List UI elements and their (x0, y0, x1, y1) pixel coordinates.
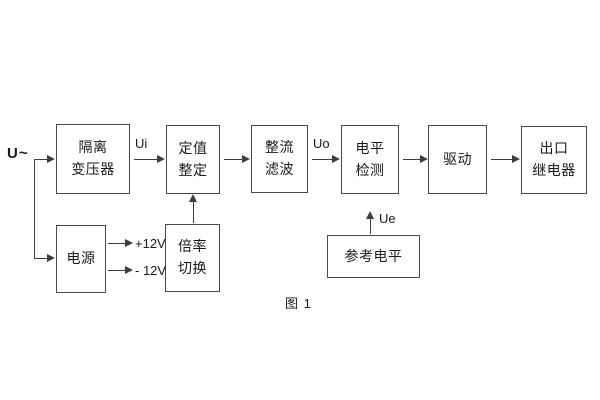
arrowhead-to-power-supply (47, 254, 55, 262)
connector-ui (134, 159, 158, 160)
label-ui-signal: Ui (135, 136, 148, 151)
connector-drive-to-relay (491, 159, 513, 160)
block-line: 倍率 (178, 238, 207, 255)
block-line: 滤波 (265, 161, 294, 177)
block-line: 出口 (539, 140, 569, 157)
connector-to-isolation-transformer (34, 159, 48, 160)
connector-input-branch (34, 159, 35, 259)
label-rail-negative: - 12V (135, 263, 167, 278)
block-setting-value: 定值 整定 (166, 125, 220, 194)
label-ue-signal: Ue (379, 211, 396, 226)
block-line: 参考电平 (344, 247, 403, 264)
arrowhead-to-isolation-transformer (47, 155, 55, 163)
arrowhead-rail-positive (125, 239, 133, 247)
connector-rail-positive (108, 243, 126, 244)
block-line: 切换 (178, 260, 207, 276)
label-input-source: U~ (7, 145, 29, 162)
block-line: 整流 (265, 139, 294, 156)
figure-caption: 图 1 (285, 296, 312, 311)
block-rectify-filter: 整流 滤波 (251, 125, 308, 193)
arrowhead-rail-negative (125, 266, 133, 274)
block-line: 电平 (355, 139, 385, 156)
block-drive: 驱动 (428, 125, 487, 194)
arrowhead-ui (157, 155, 165, 163)
arrowhead-setting-to-rectify (242, 155, 250, 163)
block-reference-level: 参考电平 (327, 235, 420, 278)
connector-ue (370, 218, 371, 234)
arrowhead-ue (366, 211, 374, 219)
block-line: 隔离 (78, 139, 108, 156)
label-uo-signal: Uo (313, 136, 330, 151)
label-rail-positive: +12V (135, 236, 166, 251)
connector-multiplier-to-setting (193, 201, 194, 223)
block-multiplier-switch: 倍率 切换 (165, 224, 220, 292)
block-power-supply: 电源 (56, 225, 106, 293)
block-line: 驱动 (443, 150, 472, 167)
arrowhead-uo (332, 155, 340, 163)
connector-level-to-drive (403, 159, 421, 160)
arrowhead-multiplier-to-setting (189, 194, 197, 202)
block-output-relay: 出口 继电器 (521, 126, 587, 194)
block-line: 电源 (66, 250, 96, 267)
block-line: 定值 (178, 139, 208, 156)
block-level-detect: 电平 检测 (341, 125, 399, 194)
block-line: 检测 (355, 161, 385, 178)
block-isolation-transformer: 隔离 变压器 (56, 124, 130, 194)
connector-setting-to-rectify (224, 159, 243, 160)
connector-rail-negative (108, 270, 126, 271)
arrowhead-drive-to-relay (512, 155, 520, 163)
connector-to-power-supply (34, 258, 48, 259)
connector-uo (312, 159, 333, 160)
arrowhead-level-to-drive (420, 155, 428, 163)
block-line: 整定 (178, 161, 208, 178)
block-line: 变压器 (71, 161, 115, 177)
block-line: 继电器 (532, 162, 576, 178)
